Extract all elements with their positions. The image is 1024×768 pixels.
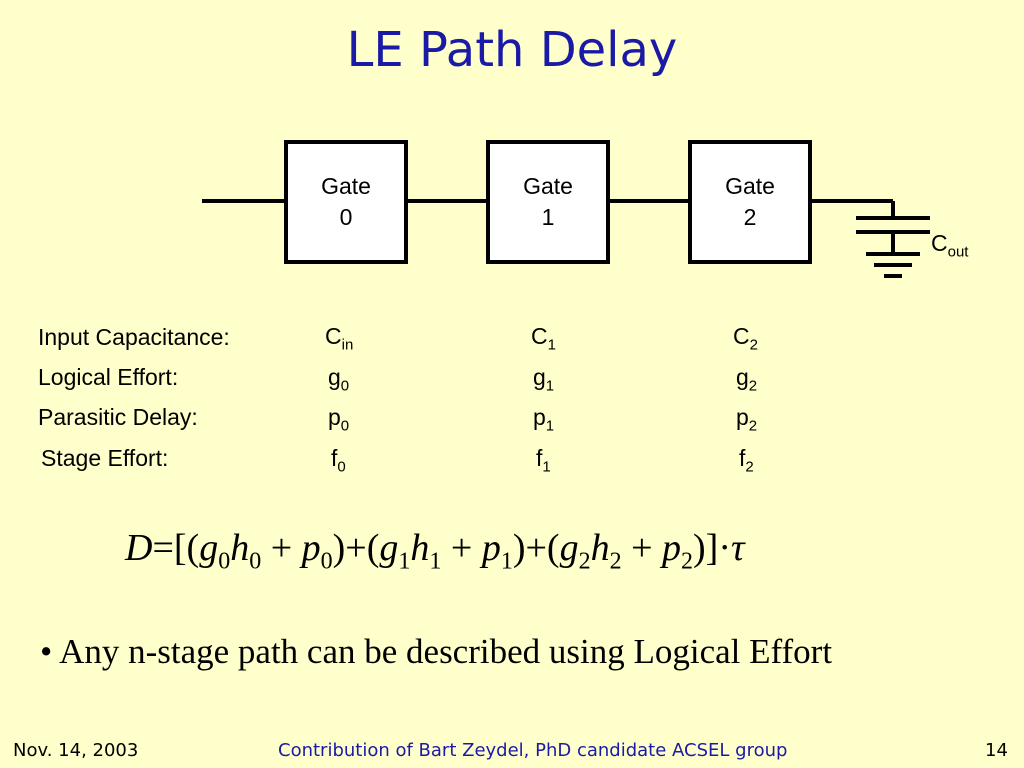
- footer-date: Nov. 14, 2003: [13, 740, 139, 761]
- cell-g2: g2: [736, 364, 758, 395]
- cout-sub: out: [947, 243, 969, 261]
- row-label-input-capacitance: Input Capacitance:: [38, 324, 230, 350]
- gate-1-name: Gate: [523, 173, 573, 199]
- row-label-logical-effort: Logical Effort:: [38, 364, 179, 390]
- cell-f1: f1: [536, 445, 551, 476]
- gate-0-index: 0: [339, 204, 353, 230]
- cell-p2: p2: [736, 404, 758, 435]
- gate-2-label: Gate 2: [688, 171, 812, 233]
- cout-base: C: [931, 230, 948, 256]
- gate-0-name: Gate: [321, 173, 371, 199]
- cell-g0: g0: [328, 364, 350, 395]
- cell-f2: f2: [739, 445, 754, 476]
- gate-0-label: Gate 0: [284, 171, 408, 233]
- cell-f0: f0: [331, 445, 346, 476]
- cout-label: Cout: [931, 230, 968, 261]
- cell-p0: p0: [328, 404, 350, 435]
- footer-credit: Contribution of Bart Zeydel, PhD candida…: [278, 740, 788, 761]
- cell-cin: Cin: [325, 323, 354, 354]
- row-label-stage-effort: Stage Effort:: [41, 445, 169, 471]
- gate-1-label: Gate 1: [486, 171, 610, 233]
- cell-c2: C2: [733, 323, 758, 354]
- gate-2-name: Gate: [725, 173, 775, 199]
- bullet-point: • Any n-stage path can be described usin…: [40, 632, 833, 671]
- gate-1-index: 1: [541, 204, 555, 230]
- gate-path-diagram: [202, 140, 930, 278]
- cell-g1: g1: [533, 364, 555, 395]
- cell-p1: p1: [533, 404, 555, 435]
- delay-equation: D=[(g0h0 + p0)+(g1h1 + p1)+(g2h2 + p2)]·…: [125, 527, 745, 575]
- slide-title: LE Path Delay: [346, 22, 678, 78]
- footer-page-number: 14: [985, 740, 1008, 761]
- cell-c1: C1: [531, 323, 556, 354]
- row-label-parasitic-delay: Parasitic Delay:: [38, 404, 198, 430]
- gate-0-box: [284, 140, 408, 264]
- gate-2-index: 2: [743, 204, 757, 230]
